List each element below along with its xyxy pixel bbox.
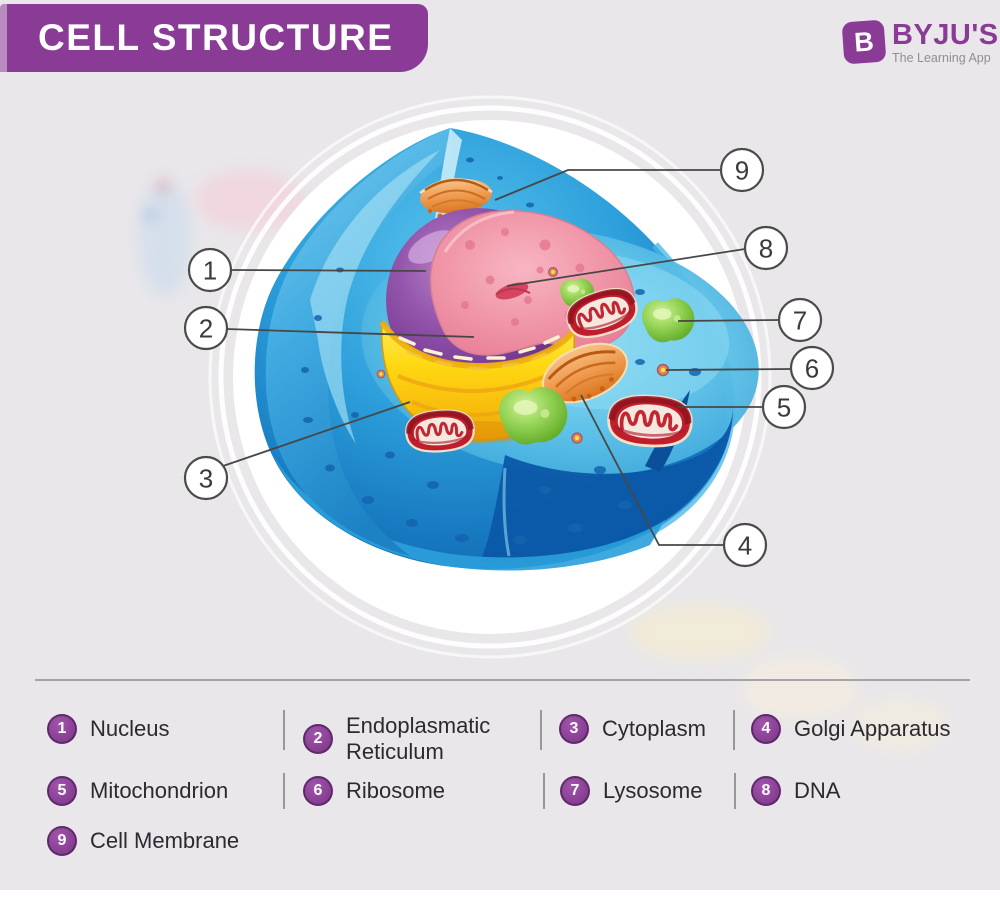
legend-divider <box>35 679 970 681</box>
legend-number-badge: 6 <box>303 776 333 806</box>
brand-name: BYJU'S <box>892 19 999 51</box>
mitochondrion-shape <box>403 406 477 456</box>
legend-item-ribosome: 6 Ribosome <box>303 776 445 806</box>
callout-line-6 <box>665 368 792 371</box>
callout-number: 9 <box>735 155 749 185</box>
legend-number-badge: 1 <box>47 714 77 744</box>
legend-number-badge: 7 <box>560 776 590 806</box>
legend-item-endoplasmatic-reticulum: 2 Endoplasmatic Reticulum <box>303 713 524 765</box>
legend-label: Cytoplasm <box>602 716 706 741</box>
legend-separator <box>733 710 735 750</box>
callout-circle-9: 9 <box>719 147 765 193</box>
legend-label: DNA <box>794 778 841 803</box>
callout-circle-3: 3 <box>183 455 229 501</box>
callout-circle-4: 4 <box>722 522 768 568</box>
callout-line-8 <box>506 248 746 287</box>
legend-separator <box>543 773 545 809</box>
legend-item-cytoplasm: 3 Cytoplasm <box>559 714 706 744</box>
title-banner: CELL STRUCTURE <box>0 4 428 72</box>
byjus-logo-icon: B <box>841 19 887 65</box>
callout-circle-5: 5 <box>761 384 807 430</box>
ribosome-dot <box>376 369 386 379</box>
callout-number: 5 <box>777 392 791 422</box>
callout-number: 2 <box>199 313 213 343</box>
page-title: CELL STRUCTURE <box>38 17 394 58</box>
brand-tagline: The Learning App <box>892 51 991 65</box>
legend-label: Endoplasmatic Reticulum <box>346 713 491 764</box>
callout-circle-6: 6 <box>789 345 835 391</box>
legend-item-mitochondrion: 5 Mitochondrion <box>47 776 228 806</box>
ribosome-dot <box>547 267 559 277</box>
callout-circle-2: 2 <box>183 305 229 351</box>
legend-number-badge: 5 <box>47 776 77 806</box>
brand-logo: B BYJU'S The Learning App <box>841 19 999 65</box>
callout-line-7 <box>677 319 780 322</box>
callout-line-1 <box>230 269 427 272</box>
legend-label: Ribosome <box>346 778 446 803</box>
mitochondrion-shape <box>605 392 695 450</box>
callout-circle-8: 8 <box>743 225 789 271</box>
legend-number-badge: 3 <box>559 714 589 744</box>
golgi-apparatus-shape <box>542 342 628 404</box>
legend-item-cell-membrane: 9 Cell Membrane <box>47 826 239 856</box>
legend-separator <box>283 710 285 750</box>
callout-number: 8 <box>759 233 773 263</box>
callout-number: 4 <box>738 530 752 560</box>
callout-number: 1 <box>203 255 217 285</box>
callout-lines <box>222 169 792 546</box>
legend-label: Golgi Apparatus <box>794 716 951 741</box>
legend-label: Lysosome <box>603 778 703 803</box>
bottom-margin-strip <box>0 890 1000 898</box>
legend-item-golgi-apparatus: 4 Golgi Apparatus <box>751 714 951 744</box>
callout-number: 3 <box>199 463 213 493</box>
callout-line-4 <box>580 394 724 546</box>
legend-separator <box>734 773 736 809</box>
legend-item-nucleus: 1 Nucleus <box>47 714 169 744</box>
legend-number-badge: 9 <box>47 826 77 856</box>
callout-markers: 1 2 3 4 5 6 7 <box>183 147 835 568</box>
legend-number-badge: 8 <box>751 776 781 806</box>
legend-separator <box>283 773 285 809</box>
callout-circle-7: 7 <box>777 297 823 343</box>
legend-item-lysosome: 7 Lysosome <box>560 776 702 806</box>
legend-label: Cell Membrane <box>90 828 240 853</box>
legend-number-badge: 4 <box>751 714 781 744</box>
legend-label: Nucleus <box>90 716 170 741</box>
callout-line-9 <box>494 169 721 201</box>
callout-line-3 <box>222 401 411 467</box>
legend-separator <box>540 710 542 750</box>
brand-text: BYJU'S The Learning App <box>892 21 999 65</box>
callout-circle-1: 1 <box>187 247 233 293</box>
lysosome-shape <box>499 386 568 445</box>
logo-letter: B <box>853 25 875 58</box>
callout-line-2 <box>226 328 475 338</box>
ribosome-dot <box>571 432 583 444</box>
legend-number-badge: 2 <box>303 724 333 754</box>
legend-item-dna: 8 DNA <box>751 776 840 806</box>
callout-number: 7 <box>793 305 807 335</box>
legend-label: Mitochondrion <box>90 778 229 803</box>
callout-number: 6 <box>805 353 819 383</box>
